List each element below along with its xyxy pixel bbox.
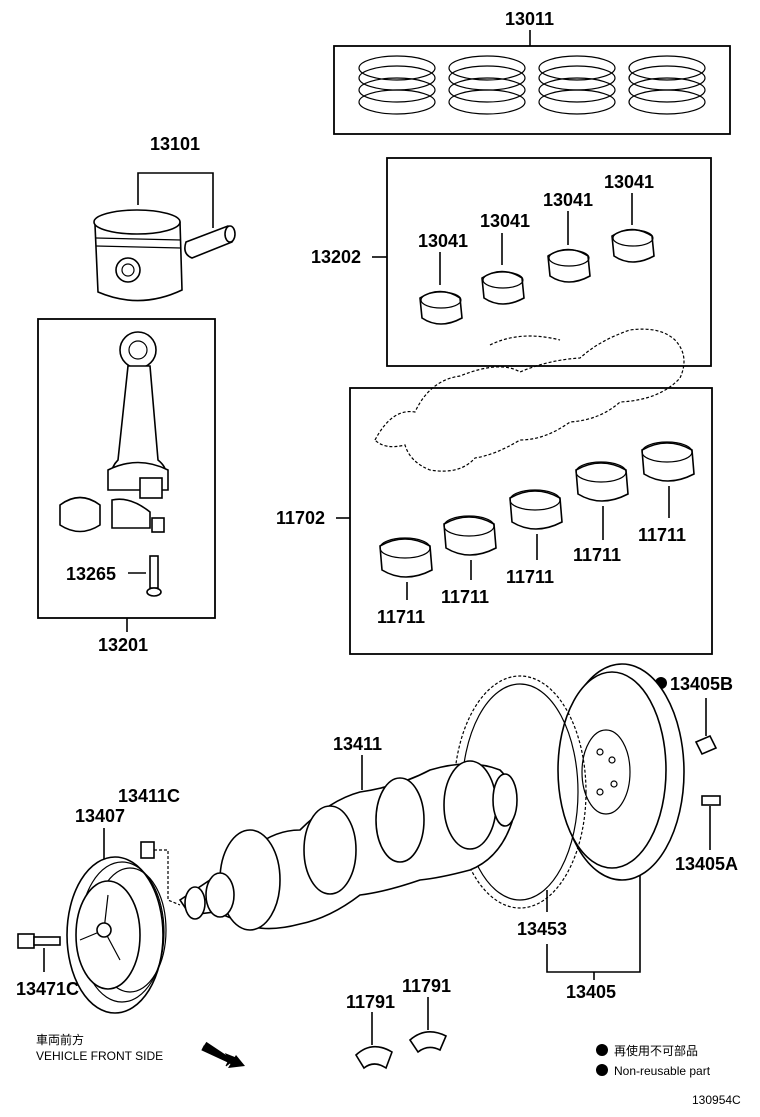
- main-bearing-3: [509, 489, 563, 560]
- front-note-jp: 車両前方: [36, 1032, 84, 1047]
- piston: [93, 172, 236, 302]
- rod-bearing-3: [547, 211, 591, 283]
- flywheel-pin: [701, 795, 721, 850]
- rod-bearing-4: [611, 193, 655, 263]
- label-13405B: 13405B: [670, 674, 733, 694]
- crank-pulley: [66, 856, 167, 1014]
- rod-bearing-2: [481, 233, 525, 305]
- label-13041-a: 13041: [418, 231, 468, 251]
- label-11711-2: 11711: [441, 587, 489, 607]
- piston-ring-set: [333, 30, 731, 135]
- main-bearing-4: [575, 461, 629, 540]
- flywheel-bolt: [694, 698, 718, 756]
- label-11711-5: 11711: [638, 525, 686, 545]
- crank-pin: [140, 841, 181, 906]
- label-11791-2: 11791: [402, 976, 451, 996]
- label-13201: 13201: [98, 635, 148, 655]
- label-11711-4: 11711: [573, 545, 621, 565]
- label-13041-b: 13041: [480, 211, 530, 231]
- front-note-en: VEHICLE FRONT SIDE: [36, 1049, 163, 1063]
- pulley-bolt: [17, 933, 61, 972]
- crankshaft: [178, 760, 518, 931]
- label-13453: 13453: [517, 919, 567, 939]
- main-bearing-1: [379, 537, 433, 600]
- front-arrow-head-icon: [228, 1055, 245, 1068]
- label-13202: 13202: [311, 247, 361, 267]
- main-bearing-5: [641, 441, 695, 518]
- label-13041-d: 13041: [604, 172, 654, 192]
- label-13405A: 13405A: [675, 854, 738, 874]
- label-13405: 13405: [566, 982, 616, 1002]
- front-arrow-shaft: [203, 1041, 237, 1067]
- legend-en: Non-reusable part: [614, 1064, 711, 1078]
- label-13471C: 13471C: [16, 979, 79, 999]
- label-13265: 13265: [66, 564, 116, 584]
- label-11711-3: 11711: [506, 567, 554, 587]
- main-bearing-box: [349, 387, 713, 655]
- legend-jp: 再使用不可部品: [614, 1043, 698, 1058]
- label-13411: 13411: [333, 734, 382, 754]
- crankshaft-ghost: [374, 328, 685, 472]
- main-bearing-2: [443, 515, 497, 580]
- figure-id: 130954C: [692, 1093, 741, 1107]
- legend-dot-icon: [596, 1044, 608, 1056]
- thrust-washer-2: [408, 997, 448, 1054]
- label-13411C: 13411C: [118, 786, 180, 806]
- label-13101: 13101: [150, 134, 200, 154]
- rod-bearing-1: [419, 252, 463, 325]
- label-11791-1: 11791: [346, 992, 395, 1012]
- label-13011: 13011: [505, 9, 554, 29]
- label-11711-1: 11711: [377, 607, 425, 627]
- flywheel: [557, 663, 685, 881]
- label-13407: 13407: [75, 806, 125, 826]
- legend-dot-icon: [596, 1064, 608, 1076]
- label-13041-c: 13041: [543, 190, 593, 210]
- connecting-rod: [59, 331, 169, 533]
- rod-bolt: [128, 555, 162, 597]
- label-11702: 11702: [276, 508, 325, 528]
- bearing-set-box: [386, 157, 712, 367]
- thrust-washer-1: [354, 1012, 393, 1070]
